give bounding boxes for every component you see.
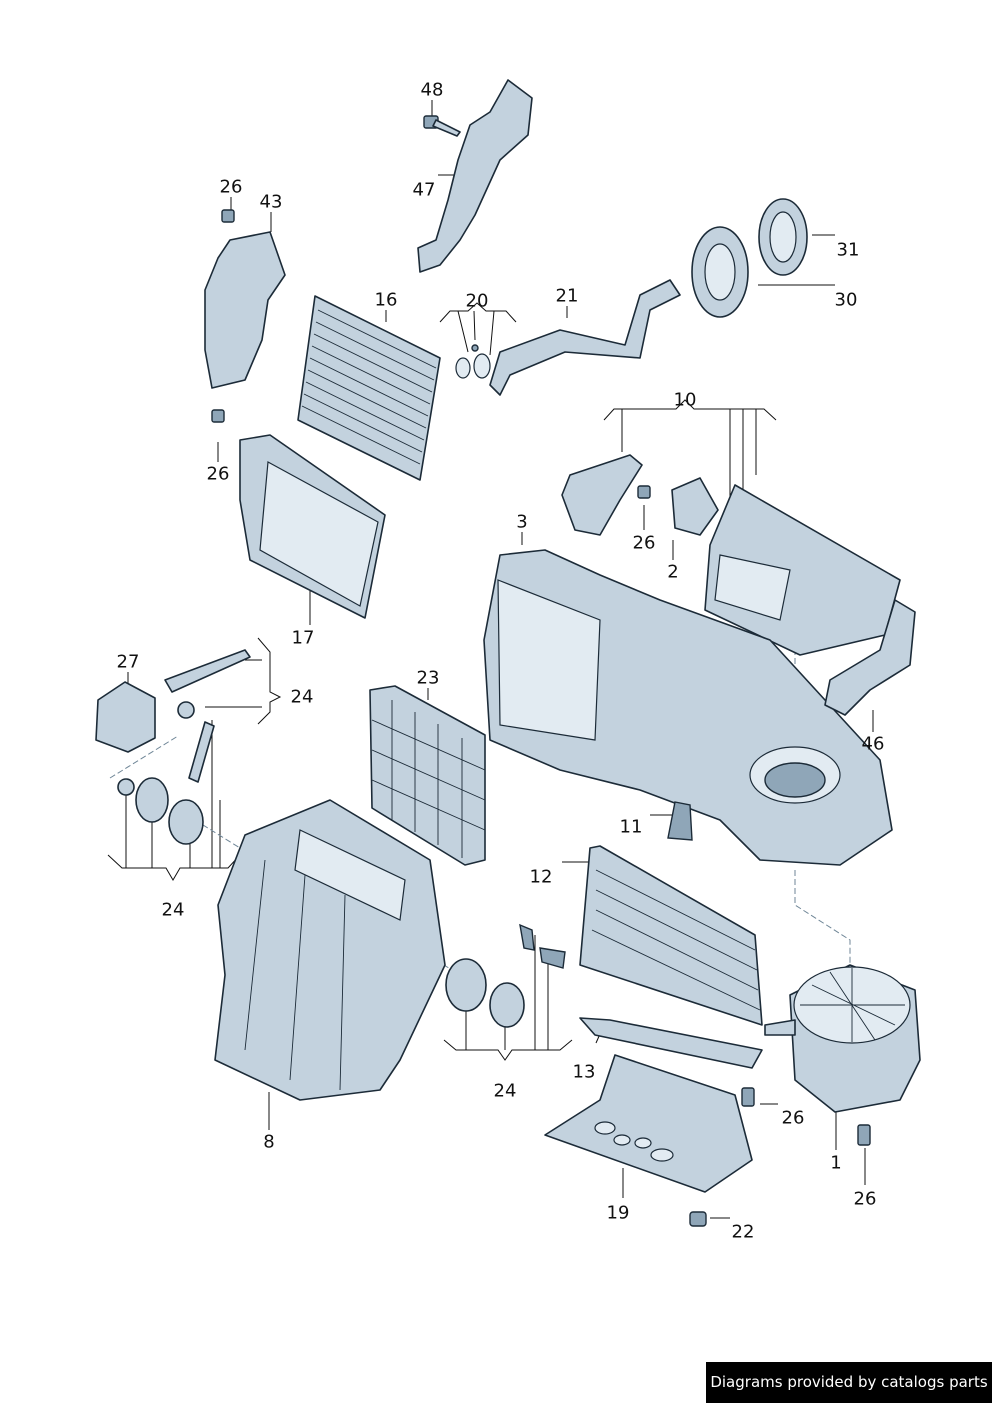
bolt-26: [741, 1087, 755, 1107]
callout-27: 27: [116, 651, 140, 673]
callout-26: 26: [781, 1107, 805, 1129]
callout-26: 26: [853, 1188, 877, 1210]
callout-20: 20: [465, 290, 489, 312]
lever-rod-24: [188, 721, 215, 783]
hvac-housing-3: [483, 549, 893, 866]
callout-47: 47: [412, 179, 436, 201]
servo-motor-2: [671, 477, 719, 536]
callout-2: 2: [667, 561, 679, 583]
evaporator-17: [239, 434, 386, 619]
bracket-47: [417, 79, 533, 273]
seal-30: [691, 226, 749, 318]
bolt-26: [221, 209, 235, 223]
callout-3: 3: [516, 511, 528, 533]
callout-12: 12: [529, 866, 553, 888]
blower-housing-10: [704, 484, 901, 656]
callout-24: 24: [161, 899, 185, 921]
callout-13: 13: [572, 1061, 596, 1083]
callout-1: 1: [830, 1152, 842, 1174]
callout-11: 11: [619, 816, 643, 838]
callout-16: 16: [374, 289, 398, 311]
lever-24: [164, 649, 251, 693]
filter-element-23: [369, 685, 486, 866]
leader-lines: [107, 100, 874, 1219]
callout-30: 30: [834, 289, 858, 311]
callout-17: 17: [291, 627, 315, 649]
callout-43: 43: [259, 191, 283, 213]
actuator-bracket-10: [561, 454, 643, 536]
callout-26: 26: [206, 463, 230, 485]
callout-10: 10: [673, 389, 697, 411]
clamps-20: [455, 344, 491, 379]
callout-8: 8: [263, 1131, 275, 1153]
tray-13: [579, 1017, 763, 1069]
distribution-housing-8: [214, 799, 446, 1101]
screw-22: [689, 1211, 707, 1227]
blower-motor-1: [764, 964, 921, 1113]
callout-26: 26: [632, 532, 656, 554]
air-duct-46: [824, 599, 916, 716]
heater-core-16: [297, 295, 441, 481]
air-duct-43: [204, 231, 286, 389]
cover-19: [544, 1054, 753, 1193]
bolt-26: [637, 485, 651, 499]
bolt-26: [211, 409, 225, 423]
gears-24: [117, 777, 204, 845]
sensor-11: [667, 801, 693, 841]
coolant-pipes-21: [489, 279, 681, 396]
seal-31: [758, 198, 808, 276]
callout-21: 21: [555, 285, 579, 307]
callout-46: 46: [861, 733, 885, 755]
callout-26: 26: [219, 176, 243, 198]
callout-24: 24: [290, 686, 314, 708]
bolt-26: [857, 1124, 871, 1146]
callout-48: 48: [420, 79, 444, 101]
credit-banner: Diagrams provided by catalogs parts: [706, 1362, 992, 1403]
bolt-48: [423, 115, 461, 137]
callout-24: 24: [493, 1080, 517, 1102]
callout-31: 31: [836, 239, 860, 261]
cabin-filter-12: [579, 845, 763, 1026]
callout-23: 23: [416, 667, 440, 689]
gears-24: [445, 923, 566, 1028]
actuator-27: [95, 681, 156, 753]
callout-22: 22: [731, 1221, 755, 1243]
callout-19: 19: [606, 1202, 630, 1224]
cover-holes-19: [594, 1121, 674, 1162]
bushing-24: [177, 701, 195, 719]
